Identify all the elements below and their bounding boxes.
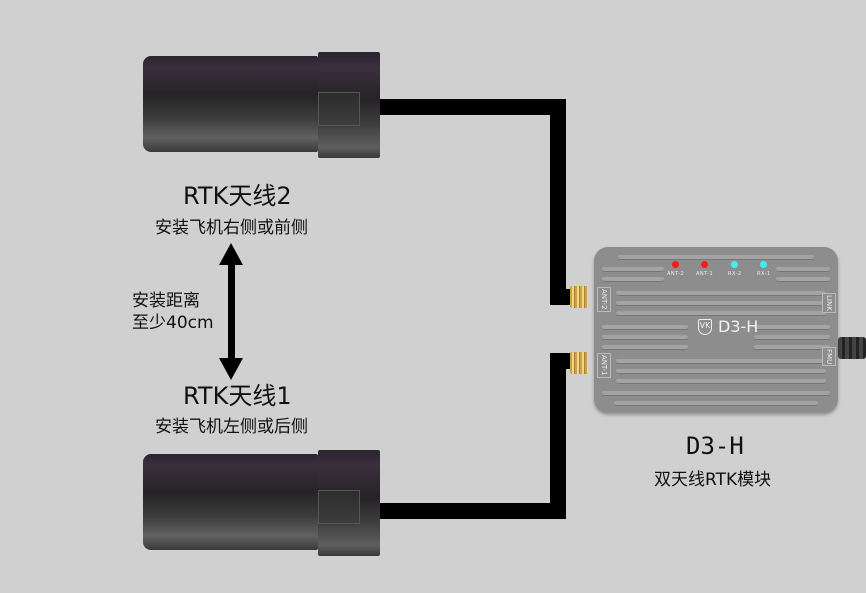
led-label-rx-2: RX-2 bbox=[728, 271, 742, 277]
cable-antenna-2-vertical bbox=[550, 99, 566, 305]
module-description: 双天线RTK模块 bbox=[654, 470, 772, 490]
led-label-rx-1: RX-1 bbox=[757, 271, 771, 277]
fmu-cable bbox=[838, 337, 866, 359]
antenna-2-subtitle: 安装飞机右侧或前侧 bbox=[155, 218, 308, 238]
led-label-ant-1: ANT-1 bbox=[696, 271, 714, 277]
sma-connector-ant2 bbox=[570, 286, 588, 308]
antenna-1-tube bbox=[143, 454, 318, 550]
port-label-ant-2: ANT-2 bbox=[597, 287, 611, 312]
antenna-2-title: RTK天线2 bbox=[183, 182, 292, 210]
module-name: D3-H bbox=[686, 432, 744, 460]
antenna-1-window bbox=[318, 490, 360, 524]
rib bbox=[602, 345, 688, 349]
rib bbox=[602, 277, 664, 281]
rib bbox=[616, 301, 826, 305]
distance-arrow bbox=[228, 262, 235, 362]
cable-antenna-1-horizontal bbox=[380, 503, 566, 519]
led-ant-1 bbox=[701, 261, 708, 268]
antenna-2-tube bbox=[143, 56, 318, 152]
rib bbox=[616, 291, 826, 295]
rib bbox=[618, 255, 814, 259]
distance-note: 安装距离 至少40cm bbox=[132, 290, 214, 334]
sma-connector-ant1 bbox=[570, 352, 588, 374]
antenna-1-title: RTK天线1 bbox=[183, 382, 292, 410]
rib bbox=[776, 277, 830, 281]
arrow-up-icon bbox=[219, 243, 243, 265]
antenna-1-subtitle: 安装飞机左侧或后侧 bbox=[155, 417, 308, 437]
rib bbox=[616, 369, 826, 373]
cable-antenna-2-horizontal bbox=[380, 99, 566, 115]
rib bbox=[616, 359, 826, 363]
rib bbox=[754, 325, 830, 329]
port-label-link: LINK bbox=[822, 293, 836, 313]
led-label-ant-2: ANT-2 bbox=[667, 271, 685, 277]
rtk-antenna-1 bbox=[133, 446, 380, 556]
rib bbox=[614, 401, 818, 405]
cable-antenna-1-vertical bbox=[550, 353, 566, 519]
rib bbox=[616, 379, 826, 383]
antenna-2-window bbox=[318, 92, 360, 126]
rib bbox=[776, 267, 830, 271]
rib bbox=[602, 325, 688, 329]
d3-h-module: ANT-2 ANT-1 RX-2 RX-1 ANT-2 ANT-1 LINK F… bbox=[594, 247, 838, 413]
arrow-down-icon bbox=[219, 358, 243, 380]
cable-antenna-2-end bbox=[550, 289, 575, 305]
rib bbox=[602, 267, 664, 271]
rib bbox=[602, 391, 830, 395]
rib bbox=[754, 345, 830, 349]
led-rx-2 bbox=[731, 261, 738, 268]
led-ant-2 bbox=[672, 261, 679, 268]
led-rx-1 bbox=[760, 261, 767, 268]
rib bbox=[754, 335, 830, 339]
rtk-antenna-2 bbox=[133, 48, 380, 158]
distance-note-line1: 安装距离 bbox=[132, 291, 200, 311]
port-label-fmu: FMU bbox=[822, 347, 836, 367]
module-model-print: D3-H bbox=[718, 317, 759, 336]
distance-note-line2: 至少40cm bbox=[132, 313, 214, 333]
rib bbox=[616, 311, 826, 315]
port-label-ant-1: ANT-1 bbox=[597, 353, 611, 378]
rib bbox=[602, 335, 688, 339]
vk-logo-icon: VK bbox=[698, 319, 712, 335]
